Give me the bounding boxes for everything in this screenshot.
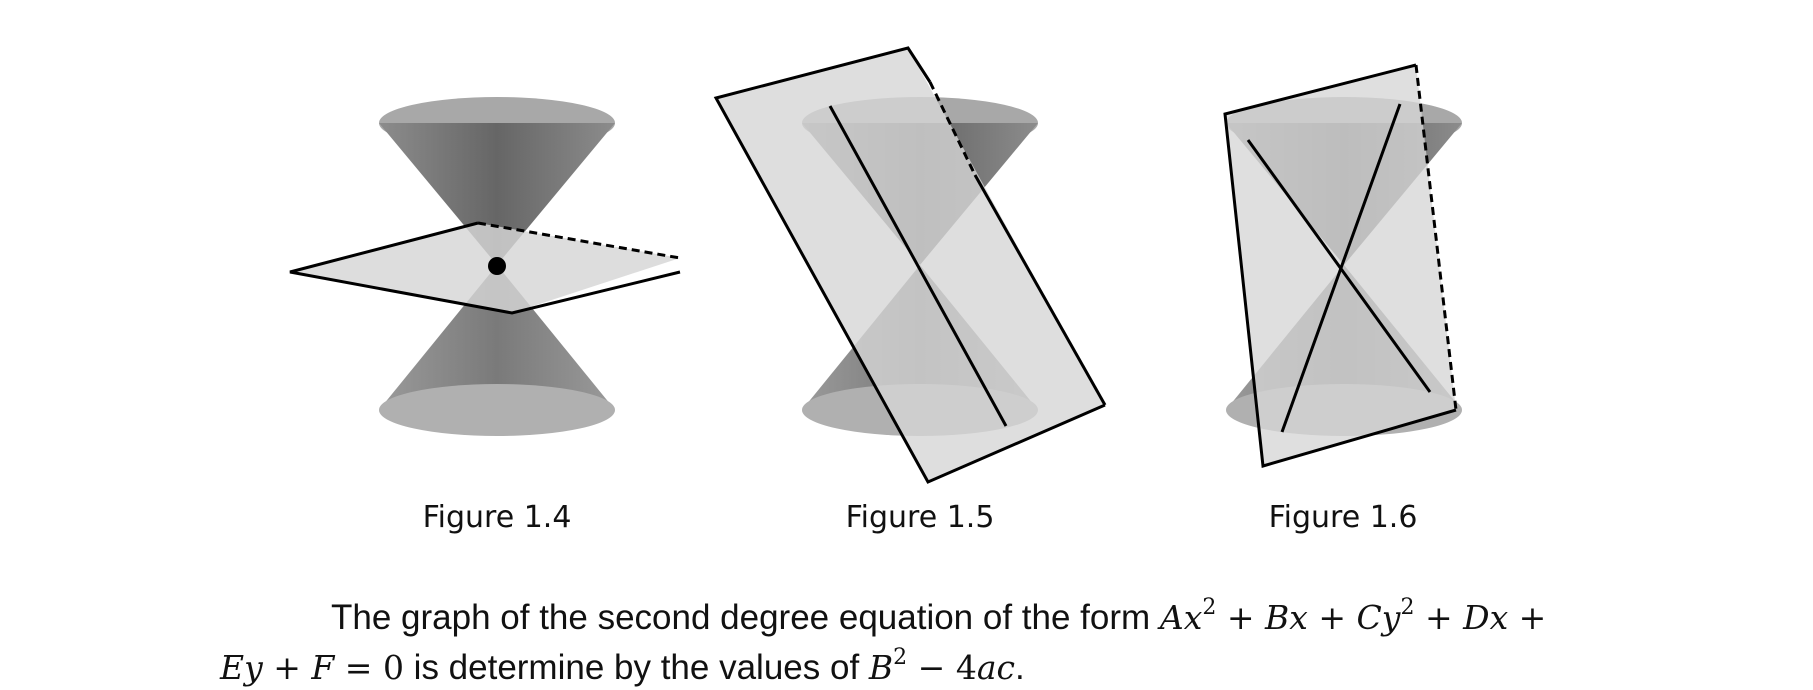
lower-cone-base bbox=[379, 384, 615, 436]
paragraph-line-1: The graph of the second degree equation … bbox=[331, 595, 1547, 638]
intersection-line-b bbox=[1280, 103, 1402, 433]
plane-edge-solid bbox=[713, 46, 1106, 484]
upper-cone bbox=[379, 123, 615, 265]
figure-1-5 bbox=[713, 46, 1107, 484]
vertex-point bbox=[488, 257, 506, 275]
plane-edge-solid bbox=[1223, 63, 1457, 468]
line1-equation: Ax2 + Bx + Cy2 + Dx + bbox=[1159, 595, 1547, 638]
intersection-line bbox=[828, 105, 1008, 427]
horizontal-plane bbox=[290, 223, 680, 313]
figure-1-4 bbox=[289, 97, 681, 436]
plane-edge-dashed bbox=[1414, 64, 1458, 411]
figure-1-6 bbox=[1223, 63, 1462, 468]
tilted-plane bbox=[716, 48, 1105, 482]
plane-edge-right bbox=[973, 174, 1107, 406]
line1-text: The graph of the second degree equation … bbox=[331, 598, 1160, 637]
line2-equation: Ey + F = 0 bbox=[220, 648, 404, 687]
intersection-line-a bbox=[1246, 139, 1432, 393]
figure-1-5-caption: Figure 1.5 bbox=[845, 500, 995, 535]
paragraph-line-2: Ey + F = 0 is determine by the values of… bbox=[220, 645, 1025, 688]
line2-text: is determine by the values of bbox=[403, 648, 869, 687]
figure-1-6-caption: Figure 1.6 bbox=[1268, 500, 1418, 535]
discriminant-expression: B2 − 4ac bbox=[868, 645, 1015, 688]
lower-cone bbox=[379, 265, 615, 410]
line2-period: . bbox=[1014, 648, 1025, 687]
figure-1-4-caption: Figure 1.4 bbox=[422, 500, 572, 535]
plane-edge-solid bbox=[289, 221, 681, 315]
plane-edge-dashed bbox=[928, 81, 977, 176]
plane-edge-dashed bbox=[477, 221, 681, 260]
